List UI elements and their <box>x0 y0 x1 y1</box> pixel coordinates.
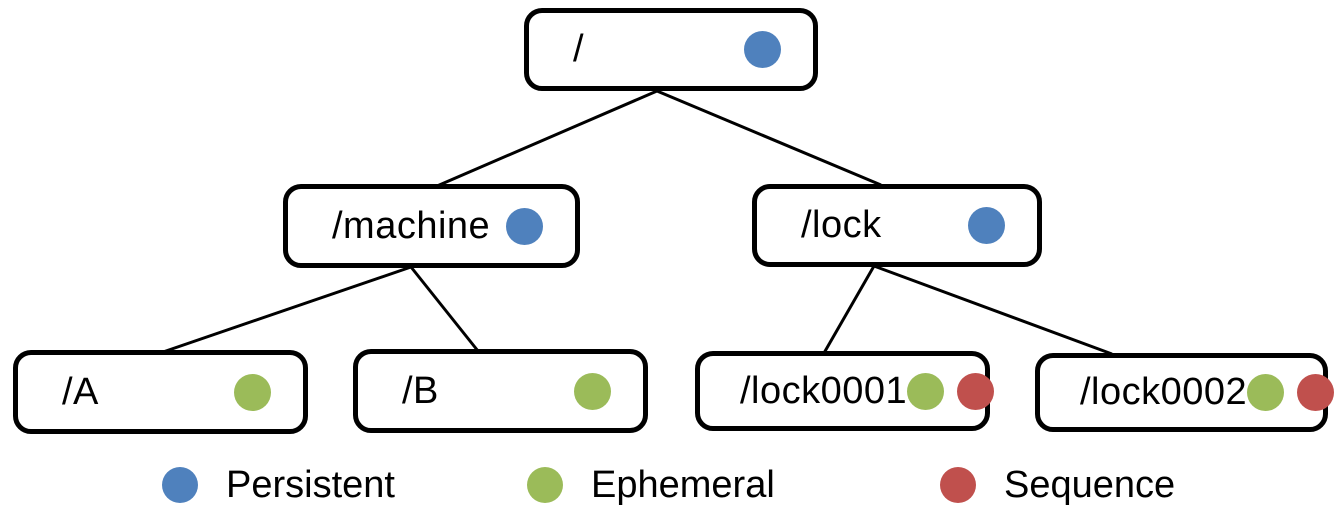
sequence-dot-icon <box>1297 374 1335 411</box>
tree-node-a: /A <box>13 350 308 434</box>
node-type-dots <box>968 207 1005 244</box>
node-type-dots <box>506 207 543 245</box>
edge-root-machine <box>436 89 658 188</box>
persistent-dot-icon <box>506 207 543 245</box>
tree-node-lock: /lock <box>752 184 1042 267</box>
node-type-dots <box>1247 374 1335 411</box>
ephemeral-dot-icon <box>574 372 611 410</box>
ephemeral-dot-icon <box>907 372 945 410</box>
node-type-dots <box>744 31 781 68</box>
edge-lock-lock0002 <box>873 264 1113 356</box>
ephemeral-dot-icon <box>1247 374 1285 411</box>
node-label: / <box>573 28 585 70</box>
tree-node-lock0001: /lock0001 <box>695 351 995 431</box>
node-label: /lock0002 <box>1080 371 1248 413</box>
node-type-dots <box>234 373 271 411</box>
node-label: /lock <box>801 204 882 246</box>
tree-node-machine: /machine <box>283 184 580 268</box>
legend-label: Persistent <box>226 463 395 506</box>
edge-machine-b <box>409 266 480 352</box>
tree-node-lock0002: /lock0002 <box>1035 353 1335 432</box>
sequence-dot-icon <box>957 372 995 410</box>
legend-item-ephemeral: Ephemeral <box>527 463 775 507</box>
node-type-dots <box>907 372 995 410</box>
legend-item-persistent: Persistent <box>162 463 395 507</box>
persistent-dot-icon <box>744 31 781 68</box>
node-label: /A <box>62 370 99 413</box>
legend-item-sequence: Sequence <box>940 463 1175 507</box>
node-label: /machine <box>332 204 491 247</box>
persistent-dot-icon <box>162 467 198 503</box>
tree-node-b: /B <box>353 349 648 433</box>
legend-label: Ephemeral <box>591 463 775 506</box>
ephemeral-dot-icon <box>527 467 563 503</box>
legend-label: Sequence <box>1004 463 1176 506</box>
node-type-dots <box>574 372 611 410</box>
tree-node-root: / <box>524 8 818 91</box>
sequence-dot-icon <box>940 467 976 503</box>
node-label: /lock0001 <box>740 369 908 412</box>
node-label: /B <box>402 369 439 412</box>
edge-lock-lock0001 <box>822 265 876 354</box>
ephemeral-dot-icon <box>234 373 271 411</box>
persistent-dot-icon <box>968 207 1005 244</box>
edge-root-lock <box>656 89 882 187</box>
edge-machine-a <box>162 265 412 354</box>
